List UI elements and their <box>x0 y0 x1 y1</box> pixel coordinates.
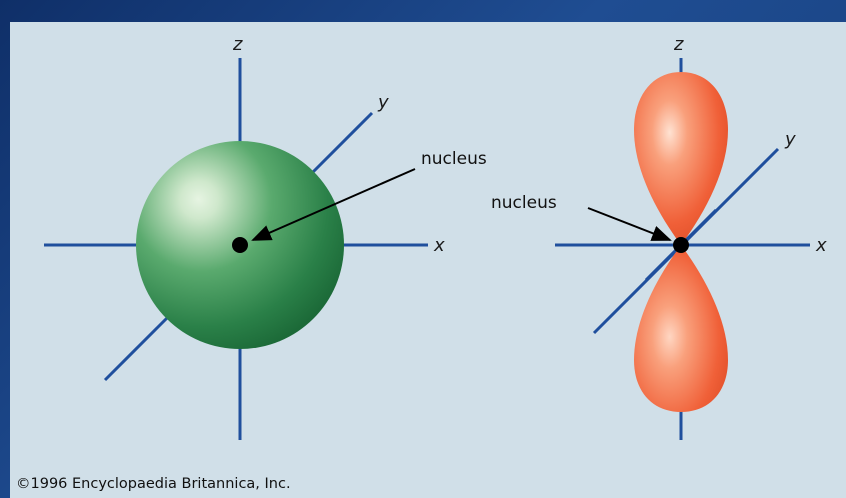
s-orbital-group: z y x nucleus <box>44 34 487 440</box>
p-nucleus-arrow <box>588 208 670 240</box>
s-nucleus-label: nucleus <box>421 149 487 169</box>
s-x-axis-label: x <box>433 235 445 256</box>
s-y-axis-top <box>313 113 372 172</box>
copyright-notice: ©1996 Encyclopaedia Britannica, Inc. <box>16 476 291 492</box>
p-orbital-top-lobe <box>634 72 728 245</box>
p-z-axis-label: z <box>673 34 684 55</box>
p-nucleus-label: nucleus <box>491 193 557 213</box>
p-orbital-group: z y x nucleus <box>491 34 827 440</box>
s-y-axis-bottom <box>105 318 167 380</box>
p-y-axis-label: y <box>784 129 796 150</box>
p-x-axis-label: x <box>815 235 827 256</box>
s-z-axis-label: z <box>232 34 243 55</box>
s-y-axis-label: y <box>377 92 389 113</box>
p-orbital-bottom-lobe <box>634 245 728 412</box>
p-nucleus-dot <box>673 237 689 253</box>
s-nucleus-dot <box>232 237 248 253</box>
